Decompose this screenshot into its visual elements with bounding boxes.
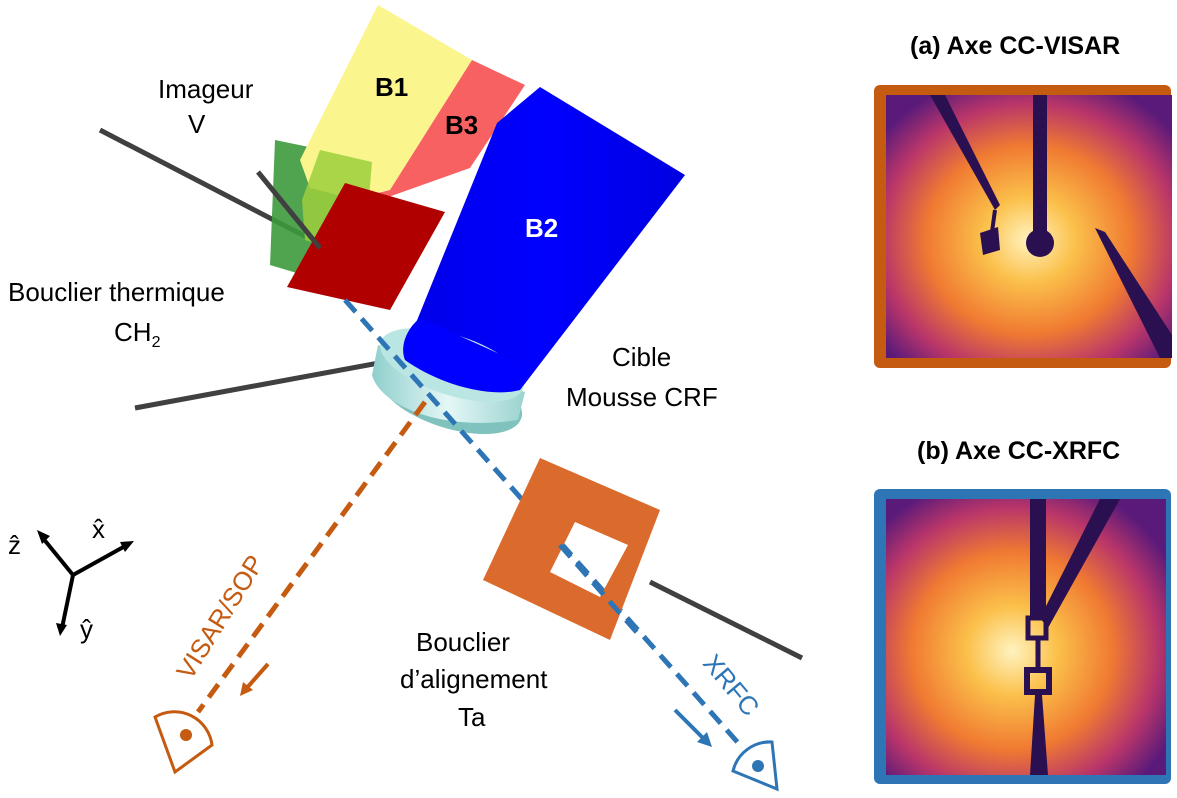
axis-y-label: ŷ xyxy=(80,614,93,644)
alignment-stalk xyxy=(648,579,804,661)
panel-a-title: (a) Axe CC-VISAR xyxy=(910,32,1121,60)
thermal-shield-label-line2: CH2 xyxy=(114,315,160,360)
beam-b2-label: B2 xyxy=(525,213,559,243)
align-shield-label-line1: Bouclier xyxy=(416,627,510,657)
axes-triad xyxy=(37,530,134,636)
visar-eye-icon xyxy=(153,710,214,775)
ch2-base: CH xyxy=(114,317,152,347)
beam-b1 xyxy=(300,5,472,198)
panel-b-image xyxy=(874,489,1171,784)
stalk-line-tip xyxy=(256,170,322,250)
xrfc-direction-arrow xyxy=(673,708,712,747)
thermal-shield-label-line1: Bouclier thermique xyxy=(8,277,225,307)
imager-label-line2: V xyxy=(188,109,206,139)
beam-b3 xyxy=(350,60,525,200)
axis-z-label: ẑ xyxy=(8,530,21,560)
ch2-subscript: 2 xyxy=(151,334,161,352)
target-label-line2: Mousse CRF xyxy=(566,382,718,412)
stalk-line-lower xyxy=(134,357,396,411)
beam-b2 xyxy=(404,87,685,395)
beam-b3-label: B3 xyxy=(445,110,479,140)
panel-b-title: (b) Axe CC-XRFC xyxy=(917,437,1121,465)
beam-b1-label: B1 xyxy=(375,72,409,102)
panel-a-image xyxy=(874,85,1172,368)
thermal-shield-ch2 xyxy=(287,183,445,310)
target-label-line1: Cible xyxy=(612,342,672,372)
beam-b2-lower-edge xyxy=(403,318,535,393)
xrfc-line-front xyxy=(558,543,642,638)
axis-x-label: x̂ xyxy=(92,514,105,544)
align-shield-label-line3: Ta xyxy=(458,702,486,732)
align-shield-label-line2: d’alignement xyxy=(400,664,548,694)
visar-line-of-sight xyxy=(195,400,428,714)
alignment-shield-ta xyxy=(483,458,660,640)
imager-label-line1: Imageur xyxy=(158,74,254,104)
visar-direction-arrow xyxy=(240,662,270,696)
xrfc-eye-icon xyxy=(731,740,779,792)
